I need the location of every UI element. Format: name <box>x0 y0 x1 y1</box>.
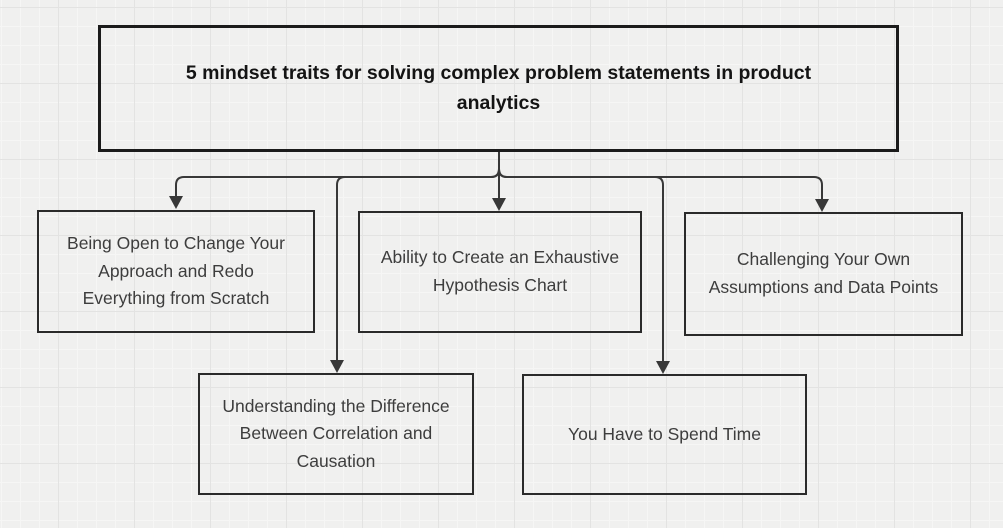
node-being-open-to-change: Being Open to Change Your Approach and R… <box>37 210 315 333</box>
node-challenging-assumptions: Challenging Your Own Assumptions and Dat… <box>684 212 963 336</box>
node-label: Being Open to Change Your Approach and R… <box>67 233 285 309</box>
node-spend-time: You Have to Spend Time <box>522 374 807 495</box>
edge-title-to-assumptions <box>498 151 829 212</box>
edge-title-to-being-open <box>169 151 500 209</box>
node-label: Challenging Your Own Assumptions and Dat… <box>708 249 939 297</box>
edge-title-to-hypothesis <box>492 151 506 211</box>
node-label: Ability to Create an Exhaustive Hypothes… <box>380 247 620 295</box>
node-label: You Have to Spend Time <box>568 423 761 444</box>
node-exhaustive-hypothesis-chart: Ability to Create an Exhaustive Hypothes… <box>358 211 642 333</box>
diagram-title: 5 mindset traits for solving complex pro… <box>185 62 812 114</box>
node-label: Understanding the Difference Between Cor… <box>222 395 450 471</box>
diagram-title-box: 5 mindset traits for solving complex pro… <box>98 25 899 152</box>
node-correlation-vs-causation: Understanding the Difference Between Cor… <box>198 373 474 495</box>
